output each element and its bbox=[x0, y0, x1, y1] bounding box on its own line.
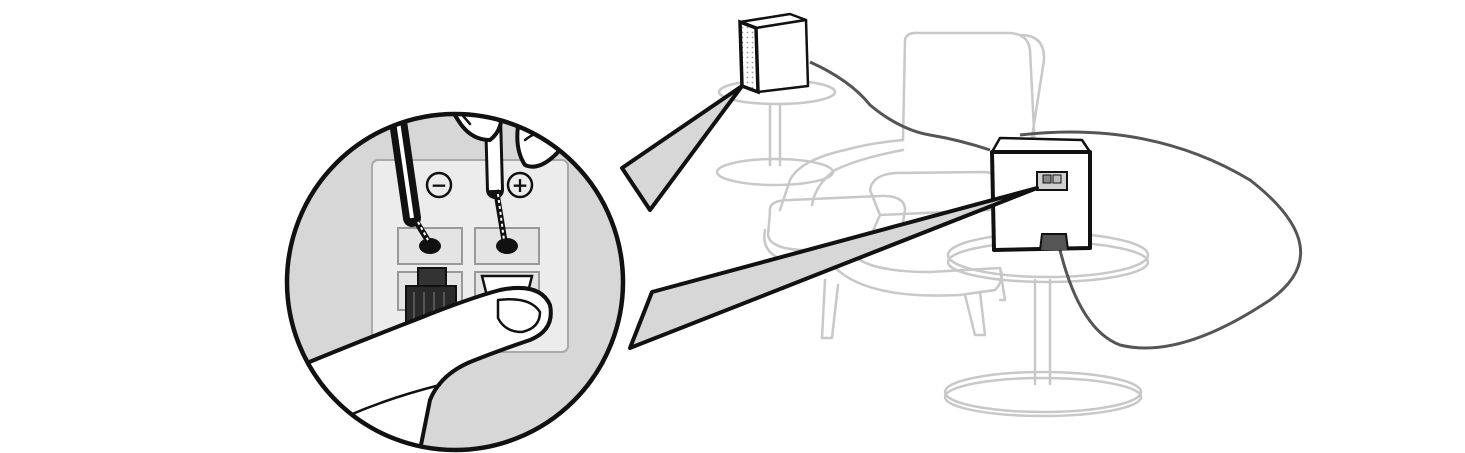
positive-terminal-hole bbox=[496, 238, 518, 254]
rear-speaker-icon bbox=[738, 12, 810, 95]
negative-symbol-icon: − bbox=[425, 171, 453, 199]
svg-text:−: − bbox=[431, 173, 448, 197]
svg-text:+: + bbox=[512, 173, 529, 197]
speaker-icon bbox=[990, 136, 1092, 252]
negative-terminal-hole bbox=[419, 238, 441, 254]
negative-wire bbox=[383, 114, 433, 246]
callout-pointers bbox=[620, 84, 1039, 350]
magnified-terminal-callout: − + bbox=[284, 111, 626, 453]
front-side-table-icon bbox=[943, 231, 1150, 418]
positive-symbol-icon: + bbox=[506, 171, 534, 199]
speaker-wire-icon bbox=[809, 60, 1303, 350]
hand-icon bbox=[288, 285, 553, 450]
